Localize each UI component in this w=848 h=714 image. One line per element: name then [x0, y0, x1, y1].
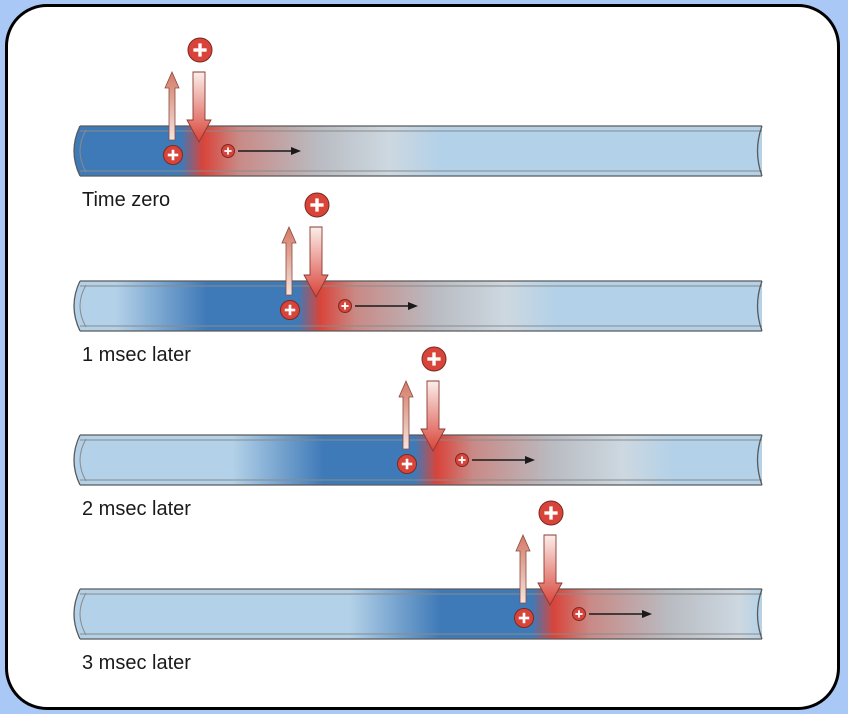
arrow-up-icon	[398, 380, 414, 450]
axon-left-cap	[73, 588, 81, 640]
plus-ion-icon	[338, 299, 352, 313]
arrow-right-head	[408, 302, 418, 310]
axon-left-cap	[73, 125, 81, 177]
arrow-up-icon	[164, 71, 180, 141]
plus-ion-icon	[280, 300, 300, 320]
axon-right-cut	[756, 434, 763, 486]
axon-body	[74, 435, 762, 485]
axon-right-cut	[756, 280, 763, 332]
panel-label-time-zero: Time zero	[82, 189, 171, 211]
plus-ion-icon	[572, 607, 586, 621]
axon-left-cap	[73, 434, 81, 486]
axon-right-cut	[756, 125, 763, 177]
axon-left-cap-inner	[79, 438, 87, 482]
axon-panel	[73, 500, 763, 640]
plus-ion-icon	[397, 454, 417, 474]
axon-panel	[73, 192, 763, 332]
plus-ion-icon	[421, 346, 447, 372]
plus-ion-icon	[514, 608, 534, 628]
axon-panel	[73, 37, 763, 177]
panel-label-1-msec: 1 msec later	[82, 344, 191, 366]
arrow-down-icon	[303, 226, 329, 298]
plus-ion-icon	[538, 500, 564, 526]
arrow-down-icon	[537, 534, 563, 606]
arrow-down-icon	[420, 380, 446, 452]
arrow-right-head	[291, 147, 301, 155]
arrow-up-icon	[515, 534, 531, 604]
axon-left-cap	[73, 280, 81, 332]
plus-ion-icon	[187, 37, 213, 63]
plus-ion-icon	[304, 192, 330, 218]
arrow-up-icon	[281, 226, 297, 296]
plus-ion-icon	[163, 145, 183, 165]
arrow-down-icon	[186, 71, 212, 143]
plus-ion-icon	[221, 144, 235, 158]
panel-label-3-msec: 3 msec later	[82, 652, 191, 674]
plus-ion-icon	[455, 453, 469, 467]
axon-panel	[73, 346, 763, 486]
axon-left-cap-inner	[79, 284, 87, 328]
arrow-right-head	[525, 456, 535, 464]
axon-left-cap-inner	[79, 592, 87, 636]
axon-body	[74, 126, 762, 176]
axon-body	[74, 589, 762, 639]
arrow-right-head	[642, 610, 652, 618]
axon-left-cap-inner	[79, 129, 87, 173]
axon-right-cut	[756, 588, 763, 640]
panel-label-2-msec: 2 msec later	[82, 498, 191, 520]
